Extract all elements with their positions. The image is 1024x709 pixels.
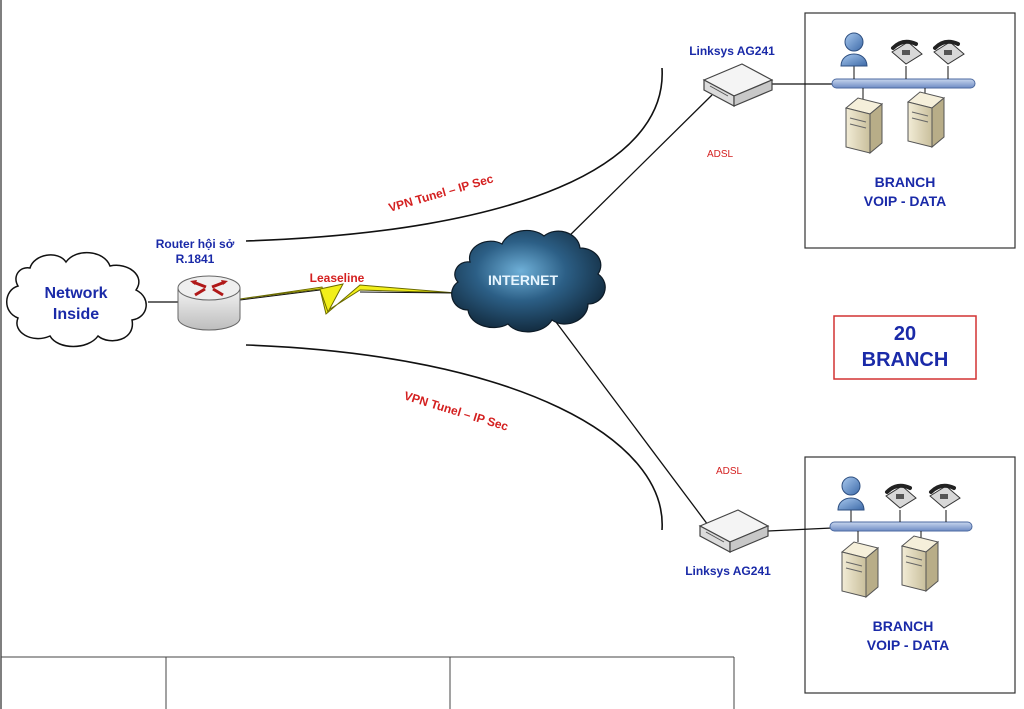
- vpn-top-label: VPN Tunel – IP Sec: [387, 171, 495, 214]
- vpn-tunnel-top-curve: [245, 67, 663, 242]
- server-tower-icon: [900, 535, 940, 593]
- branch-bottom-lan: [829, 476, 973, 599]
- ip-phone-icon: [933, 39, 965, 65]
- branch-count-badge: [833, 315, 977, 380]
- vpn-tunnel-bottom-curve: [245, 344, 663, 531]
- branch-bottom-line1: BRANCH: [873, 618, 934, 634]
- modem-bus-link-bottom: [767, 527, 833, 532]
- branch-bottom-device-label: Linksys AG241: [685, 564, 771, 578]
- lan-bus: [829, 521, 973, 532]
- adsl-link-bottom: [552, 317, 709, 526]
- branch-top-line2: VOIP - DATA: [864, 193, 946, 209]
- adsl-bottom-label: ADSL: [716, 466, 743, 477]
- branch-top-lan: [831, 32, 976, 155]
- adsl-modem-icon: [698, 509, 770, 553]
- server-tower-icon: [844, 97, 884, 155]
- internet-cloud-icon: [451, 229, 606, 333]
- branch-count-number: 20: [894, 323, 916, 345]
- lightning-link-icon: [239, 283, 457, 315]
- ip-phone-icon: [891, 39, 923, 65]
- vpn-bottom-label: VPN Tunel – IP Sec: [402, 389, 510, 434]
- adsl-link-top: [559, 94, 713, 246]
- user-icon: [840, 32, 868, 67]
- network-cloud-icon: [6, 252, 147, 348]
- bottom-table-grid: [1, 656, 735, 709]
- ip-phone-icon: [929, 483, 961, 509]
- router-label-line2: R.1841: [176, 252, 215, 266]
- ip-phone-icon: [885, 483, 917, 509]
- adsl-top-label: ADSL: [707, 149, 734, 160]
- network-label-line1: Network: [44, 285, 107, 302]
- branch-count-label: BRANCH: [862, 349, 949, 371]
- internet-label: INTERNET: [488, 272, 558, 288]
- server-tower-icon: [906, 91, 946, 149]
- leaseline-label: Leaseline: [310, 271, 365, 285]
- router-label-line1: Router hội sở: [156, 237, 235, 251]
- adsl-modem-icon: [702, 63, 774, 107]
- router-icon: [177, 275, 241, 331]
- server-tower-icon: [840, 541, 880, 599]
- branch-top-line1: BRANCH: [875, 174, 936, 190]
- lan-bus: [831, 78, 976, 89]
- user-icon: [837, 476, 865, 511]
- branch-bottom-line2: VOIP - DATA: [867, 637, 949, 653]
- branch-top-device-label: Linksys AG241: [689, 44, 775, 58]
- network-label-line2: Inside: [53, 306, 99, 323]
